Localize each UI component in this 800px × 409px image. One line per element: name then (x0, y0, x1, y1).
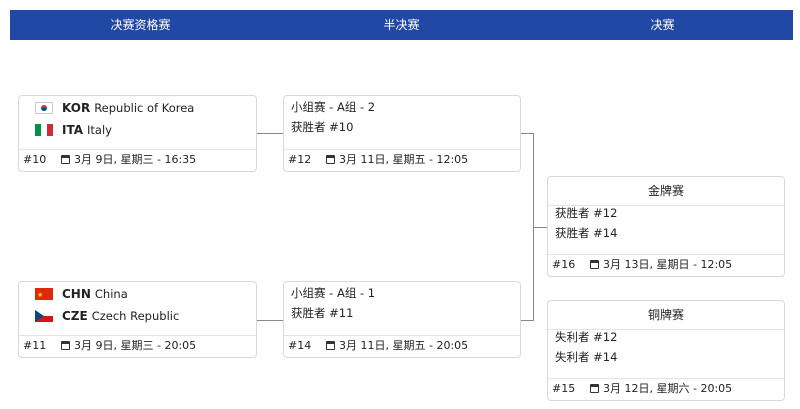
match-datetime: 3月 11日, 星期五 - 20:05 (339, 339, 469, 352)
team-code: CHN (62, 287, 91, 301)
participant-row: 失利者 #12 (555, 330, 618, 344)
team-name: Italy (87, 123, 112, 137)
bracket-connector (521, 133, 534, 134)
round-title-qualification: 决赛资格赛 (110, 18, 171, 32)
match-meta: #15 3月 12日, 星期六 - 20:05 (548, 378, 784, 400)
participant-row: 失利者 #14 (555, 350, 618, 364)
flag-kor-icon (35, 102, 53, 114)
bronze-medal-card[interactable]: 铜牌赛 失利者 #12 失利者 #14 #15 3月 12日, 星期六 - 20… (547, 300, 785, 401)
match-meta: #14 3月 11日, 星期五 - 20:05 (284, 335, 520, 357)
team-code: KOR (62, 101, 91, 115)
match-number: #12 (288, 153, 312, 166)
match-number: #11 (23, 339, 47, 352)
participant-row: 小组赛 - A组 - 1 (291, 286, 376, 300)
bracket-connector (257, 320, 283, 321)
team-code: CZE (62, 309, 88, 323)
bronze-medal-title: 铜牌赛 (647, 308, 684, 322)
match-meta: #11 3月 9日, 星期三 - 20:05 (19, 335, 256, 357)
flag-ita-icon (35, 124, 53, 136)
gold-medal-title: 金牌赛 (647, 184, 684, 198)
calendar-icon (590, 384, 599, 393)
match-meta: #10 3月 9日, 星期三 - 16:35 (19, 149, 256, 171)
participant-row: 获胜者 #10 (291, 120, 354, 134)
team-code: ITA (62, 123, 84, 137)
round-title-semifinal: 半决赛 (383, 18, 420, 32)
calendar-icon (326, 155, 335, 164)
calendar-icon (61, 341, 70, 350)
match-datetime: 3月 13日, 星期日 - 12:05 (603, 258, 733, 271)
team-name: Republic of Korea (94, 101, 195, 115)
bracket-connector (521, 320, 534, 321)
participant-row: 小组赛 - A组 - 2 (291, 100, 376, 114)
match-datetime: 3月 9日, 星期三 - 20:05 (74, 339, 197, 352)
flag-cze-icon (35, 310, 53, 322)
round-title-final: 决赛 (650, 18, 675, 32)
match-datetime: 3月 9日, 星期三 - 16:35 (74, 153, 197, 166)
match-card-14[interactable]: 小组赛 - A组 - 1 获胜者 #11 #14 3月 11日, 星期五 - 2… (283, 281, 521, 358)
match-number: #15 (552, 382, 576, 395)
participant-row: 获胜者 #12 (555, 206, 618, 220)
bracket-connector (257, 133, 283, 134)
match-meta: #12 3月 11日, 星期五 - 12:05 (284, 149, 520, 171)
calendar-icon (326, 341, 335, 350)
calendar-icon (61, 155, 70, 164)
calendar-icon (590, 260, 599, 269)
match-number: #10 (23, 153, 47, 166)
match-card-12[interactable]: 小组赛 - A组 - 2 获胜者 #10 #12 3月 11日, 星期五 - 1… (283, 95, 521, 172)
match-number: #14 (288, 339, 312, 352)
gold-medal-card[interactable]: 金牌赛 获胜者 #12 获胜者 #14 #16 3月 13日, 星期日 - 12… (547, 176, 785, 277)
match-number: #16 (552, 258, 576, 271)
match-meta: #16 3月 13日, 星期日 - 12:05 (548, 254, 784, 276)
match-datetime: 3月 11日, 星期五 - 12:05 (339, 153, 469, 166)
bracket-connector (533, 227, 547, 228)
participant-row: 获胜者 #14 (555, 226, 618, 240)
round-header-bar: 决赛资格赛 半决赛 决赛 (10, 10, 793, 40)
match-datetime: 3月 12日, 星期六 - 20:05 (603, 382, 733, 395)
participant-row: 获胜者 #11 (291, 306, 354, 320)
team-name: China (94, 287, 128, 301)
flag-chn-icon (35, 288, 53, 300)
team-name: Czech Republic (91, 309, 180, 323)
